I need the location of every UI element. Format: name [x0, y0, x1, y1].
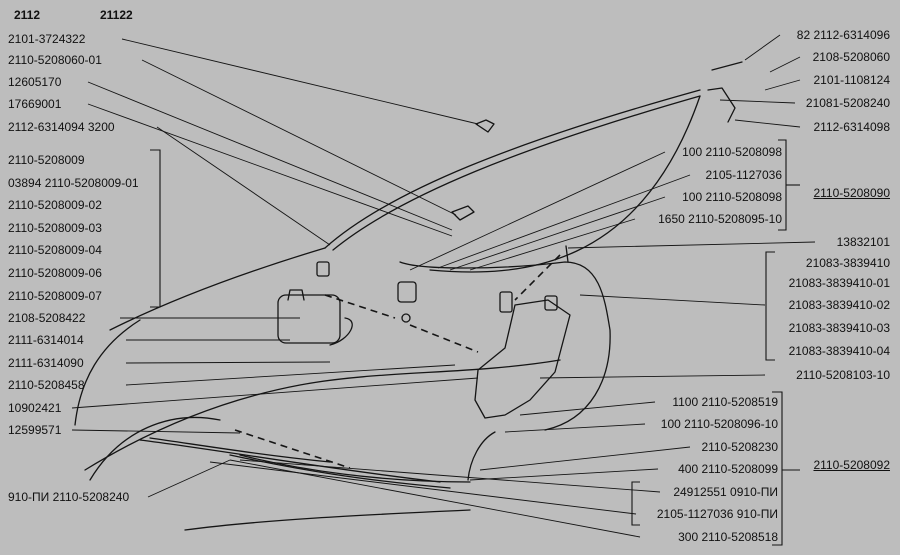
group-label-hoses: 2110-5208092: [813, 458, 890, 472]
label-left-16: 10902421: [8, 401, 62, 415]
label-right-0: 82 2112-6314096: [796, 28, 890, 42]
hood-outline-inner: [332, 95, 701, 251]
label-left-10: 2110-5208009-06: [8, 266, 102, 280]
label-right-21: 2105-1127036 910-ПИ: [656, 507, 778, 521]
model-code-21122: 21122: [100, 8, 133, 22]
cowl-line: [229, 454, 451, 489]
jet-top: [475, 119, 495, 133]
bracket-right-2: [765, 251, 775, 361]
label-right-2: 2101-1108124: [813, 73, 890, 87]
hose-down: [467, 431, 496, 481]
label-right-5: 100 2110-5208098: [682, 145, 782, 159]
label-right-13: 21083-3839410-03: [788, 321, 890, 335]
rear-fitting: [707, 87, 736, 123]
label-left-1: 2110-5208060-01: [8, 53, 102, 67]
bracket-right-3: [772, 391, 783, 546]
label-left-0: 2101-3724322: [8, 32, 86, 46]
group-label-rear-washer: 2110-5208090: [813, 186, 890, 200]
bracket-right-4: [631, 481, 640, 526]
label-left-2: 12605170: [8, 75, 62, 89]
label-right-8: 1650 2110-5208095-10: [658, 212, 782, 226]
label-right-10: 21083-3839410: [805, 256, 890, 270]
label-left-18: 910-ПИ 2110-5208240: [8, 490, 130, 504]
label-right-12: 21083-3839410-02: [788, 298, 890, 312]
label-right-4: 2112-6314098: [813, 120, 890, 134]
model-code-2112: 2112: [14, 8, 41, 22]
body-left-contour: [74, 319, 141, 426]
reservoir-left: [277, 294, 341, 344]
label-left-11: 2110-5208009-07: [8, 289, 102, 303]
hose-long: [239, 454, 471, 483]
label-right-16: 1100 2110-5208519: [672, 395, 778, 409]
label-left-8: 2110-5208009-03: [8, 221, 102, 235]
windshield-lower: [139, 439, 441, 483]
label-left-14: 2111-6314090: [8, 356, 84, 370]
label-right-14: 21083-3839410-04: [788, 344, 890, 358]
label-right-22: 300 2110-5208518: [678, 530, 778, 544]
hood-front-edge: [109, 247, 326, 331]
label-left-17: 12599571: [8, 423, 62, 437]
bracket-left: [150, 149, 161, 308]
label-left-13: 2111-6314014: [8, 333, 84, 347]
label-right-19: 400 2110-5208099: [678, 462, 778, 476]
jet-mid: [451, 205, 475, 221]
rear-hose: [429, 95, 701, 273]
body-bottom: [184, 509, 471, 531]
label-right-1: 2108-5208060: [812, 50, 890, 64]
label-left-4: 2112-6314094 3200: [8, 120, 115, 134]
pump-hose: [329, 317, 353, 346]
label-right-9: 13832101: [836, 235, 890, 249]
wiper-arm: [149, 437, 331, 463]
reservoir-right: [474, 299, 571, 419]
label-left-5: 2110-5208009: [8, 153, 85, 167]
fender-line: [84, 359, 561, 471]
label-right-17: 100 2110-5208096-10: [660, 417, 778, 431]
fender-arch: [89, 416, 221, 481]
hood-outline: [324, 89, 701, 249]
label-left-6: 03894 2110-5208009-01: [8, 176, 139, 190]
label-left-3: 17669001: [8, 97, 62, 111]
label-left-9: 2110-5208009-04: [8, 243, 102, 257]
label-right-3: 21081-5208240: [805, 96, 890, 110]
label-right-20: 24912551 0910-ПИ: [673, 485, 778, 499]
label-left-12: 2108-5208422: [8, 311, 86, 325]
label-right-7: 100 2110-5208098: [682, 190, 782, 204]
label-right-18: 2110-5208230: [701, 440, 778, 454]
label-left-7: 2110-5208009-02: [8, 198, 102, 212]
label-right-6: 2105-1127036: [705, 168, 782, 182]
label-right-15: 2110-5208103-10: [796, 368, 890, 382]
front-hose: [399, 261, 611, 431]
label-right-11: 21083-3839410-01: [788, 276, 890, 290]
label-left-15: 2110-5208458: [8, 378, 85, 392]
